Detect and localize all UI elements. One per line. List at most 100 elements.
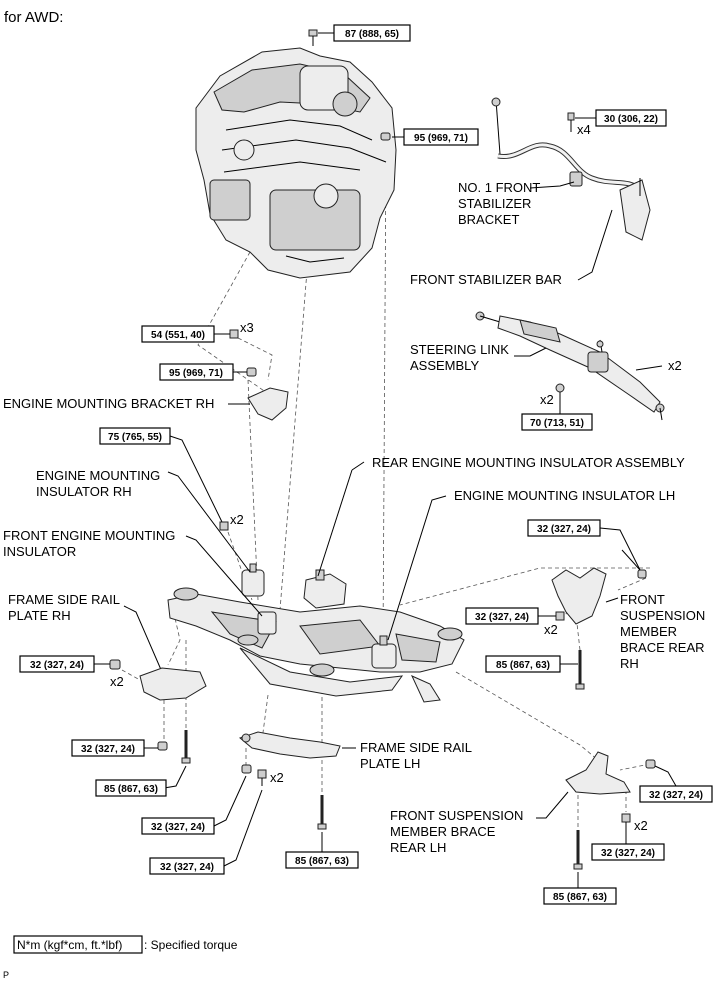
rail-rh-long-bolt: [181, 730, 191, 764]
torque-85-rail-rh-text: 85 (867, 63): [104, 784, 158, 795]
frame-side-rail-plate-rh: [139, 667, 207, 701]
brace-lh-bolt: [621, 813, 631, 844]
frame-side-rail-plate-lh: [238, 731, 341, 759]
corner-code: P: [3, 970, 9, 980]
torque-95-bracket-text: 95 (969, 71): [169, 368, 223, 379]
count-x2-rail-lh: x2: [270, 770, 284, 785]
torque-85-brace-lh: 85 (867, 63): [543, 887, 617, 905]
header-title: for AWD:: [4, 9, 63, 26]
rail-lh-long-bolt: [317, 795, 327, 830]
label-steering-link-assembly: STEERING LINK ASSEMBLY: [410, 342, 509, 373]
rail-rh-bottom-nut: [144, 741, 168, 751]
torque-87-top: 87 (888, 65): [333, 24, 411, 42]
label-frame-side-rail-plate-lh: FRAME SIDE RAIL PLATE LH: [360, 740, 472, 771]
label-engine-mounting-insulator-rh: ENGINE MOUNTING INSULATOR RH: [36, 468, 160, 499]
torque-32-brace-rh-left-text: 32 (327, 24): [475, 612, 529, 623]
legend-box-text: N*m (kgf*cm, ft.*lbf): [17, 938, 122, 952]
label-rear-engine-mounting-insulator-assembly: REAR ENGINE MOUNTING INSULATOR ASSEMBLY: [372, 455, 685, 470]
torque-95-bracket: 95 (969, 71): [159, 363, 234, 381]
label-brace-rear-rh-line3: MEMBER: [620, 624, 677, 639]
torque-54-bracket-text: 54 (551, 40): [151, 330, 205, 341]
brace-lh-long-bolt: [573, 830, 583, 870]
stabilizer-bolts: [567, 112, 596, 132]
alignment-lines: [121, 147, 651, 830]
torque-95-engine: 95 (969, 71): [403, 128, 479, 146]
torque-32-brace-lh-bottom: 32 (327, 24): [591, 843, 665, 861]
count-x3-bracket: x3: [240, 320, 254, 335]
torque-32-brace-rh-top: 32 (327, 24): [527, 519, 601, 537]
torque-30-stab-text: 30 (306, 22): [604, 114, 658, 125]
engine-mounting-insulator-rh: [241, 563, 265, 597]
label-steering-link-assembly-line2: ASSEMBLY: [410, 358, 479, 373]
rear-engine-mounting-insulator: [303, 569, 347, 609]
count-x4-stab: x4: [577, 122, 591, 137]
torque-32-rail-lh-a: 32 (327, 24): [141, 817, 215, 835]
front-engine-mounting-insulator: [257, 611, 277, 635]
label-brace-rear-lh-line3: REAR LH: [390, 840, 446, 855]
label-no1-front-stabilizer-bracket-line3: BRACKET: [458, 212, 519, 227]
torque-32-rail-rh-left-text: 32 (327, 24): [30, 660, 84, 671]
insulator-bolt: [219, 521, 229, 531]
torque-32-brace-lh-right-text: 32 (327, 24): [649, 790, 703, 801]
torque-32-rail-lh-b-text: 32 (327, 24): [160, 862, 214, 873]
label-engine-mounting-insulator-rh-line2: INSULATOR RH: [36, 484, 132, 499]
brace-rh-long-bolt: [575, 650, 585, 690]
label-brace-rear-lh-line2: MEMBER BRACE: [390, 824, 496, 839]
torque-32-rail-rh-bottom: 32 (327, 24): [71, 739, 145, 757]
torque-85-brace-rh: 85 (867, 63): [485, 655, 561, 673]
label-engine-mounting-insulator-lh: ENGINE MOUNTING INSULATOR LH: [454, 488, 675, 503]
label-frame-side-rail-plate-lh-line1: FRAME SIDE RAIL: [360, 740, 472, 755]
torque-95-engine-text: 95 (969, 71): [414, 133, 468, 144]
label-frame-side-rail-plate-lh-line2: PLATE LH: [360, 756, 420, 771]
front-suspension-member-brace-rear-lh: [565, 751, 631, 795]
label-no1-front-stabilizer-bracket-line2: STABILIZER: [458, 196, 531, 211]
torque-54-bracket: 54 (551, 40): [141, 325, 215, 343]
engine-mounting-bracket-rh: [247, 387, 289, 421]
torque-32-brace-rh-left: 32 (327, 24): [465, 607, 539, 625]
label-front-suspension-member-brace-rear-lh: FRONT SUSPENSION MEMBER BRACE REAR LH: [390, 808, 523, 855]
label-brace-rear-rh-line5: RH: [620, 656, 639, 671]
torque-32-rail-rh-left: 32 (327, 24): [19, 655, 95, 673]
torque-85-brace-rh-text: 85 (867, 63): [496, 660, 550, 671]
engine-assembly: [195, 47, 397, 279]
steering-link-assembly: [475, 311, 665, 421]
torque-32-brace-rh-top-text: 32 (327, 24): [537, 524, 591, 535]
count-x2-brace-lh: x2: [634, 818, 648, 833]
torque-32-brace-lh-right: 32 (327, 24): [639, 785, 713, 803]
engine-nut: [380, 132, 404, 141]
label-no1-front-stabilizer-bracket-line1: NO. 1 FRONT: [458, 180, 540, 195]
brace-lh-right-nut: [645, 759, 677, 787]
label-front-engine-mounting-insulator-line1: FRONT ENGINE MOUNTING: [3, 528, 175, 543]
count-x2-steering-right: x2: [668, 358, 682, 373]
torque-87-top-text: 87 (888, 65): [345, 29, 399, 40]
torque-70-steering-text: 70 (713, 51): [530, 418, 584, 429]
label-frame-side-rail-plate-rh-line1: FRAME SIDE RAIL: [8, 592, 120, 607]
rail-rh-side-bolt: [94, 659, 121, 670]
count-x2-rail-rh: x2: [110, 674, 124, 689]
torque-32-rail-lh-a-text: 32 (327, 24): [151, 822, 205, 833]
label-brace-rear-rh-line2: SUSPENSION: [620, 608, 705, 623]
label-engine-mounting-insulator-rh-line1: ENGINE MOUNTING: [36, 468, 160, 483]
torque-70-steering: 70 (713, 51): [521, 413, 593, 431]
torque-legend: N*m (kgf*cm, ft.*lbf) : Specified torque: [13, 935, 238, 954]
brace-rh-top-nut: [621, 549, 647, 579]
label-engine-mounting-bracket-rh: ENGINE MOUNTING BRACKET RH: [3, 396, 214, 411]
torque-32-rail-lh-b: 32 (327, 24): [149, 857, 225, 875]
count-x2-steering-left: x2: [540, 392, 554, 407]
count-x2-brace-rh: x2: [544, 622, 558, 637]
brace-rh-side-bolt: [538, 611, 565, 621]
torque-75-insulator: 75 (765, 55): [99, 427, 171, 445]
legend-text: : Specified torque: [144, 938, 238, 952]
label-front-stabilizer-bar: FRONT STABILIZER BAR: [410, 272, 562, 287]
torque-32-brace-lh-bottom-text: 32 (327, 24): [601, 848, 655, 859]
label-front-suspension-member-brace-rear-rh: FRONT SUSPENSION MEMBER BRACE REAR RH: [620, 592, 705, 671]
torque-30-stab: 30 (306, 22): [595, 109, 667, 127]
rail-lh-bolt: [257, 769, 267, 786]
count-x2-insulator: x2: [230, 512, 244, 527]
engine-mounting-insulator-lh: [371, 635, 397, 669]
engine-top-bolt: [308, 29, 334, 46]
bracket-nut-95: [233, 367, 257, 377]
torque-85-rail-lh: 85 (867, 63): [285, 851, 359, 869]
